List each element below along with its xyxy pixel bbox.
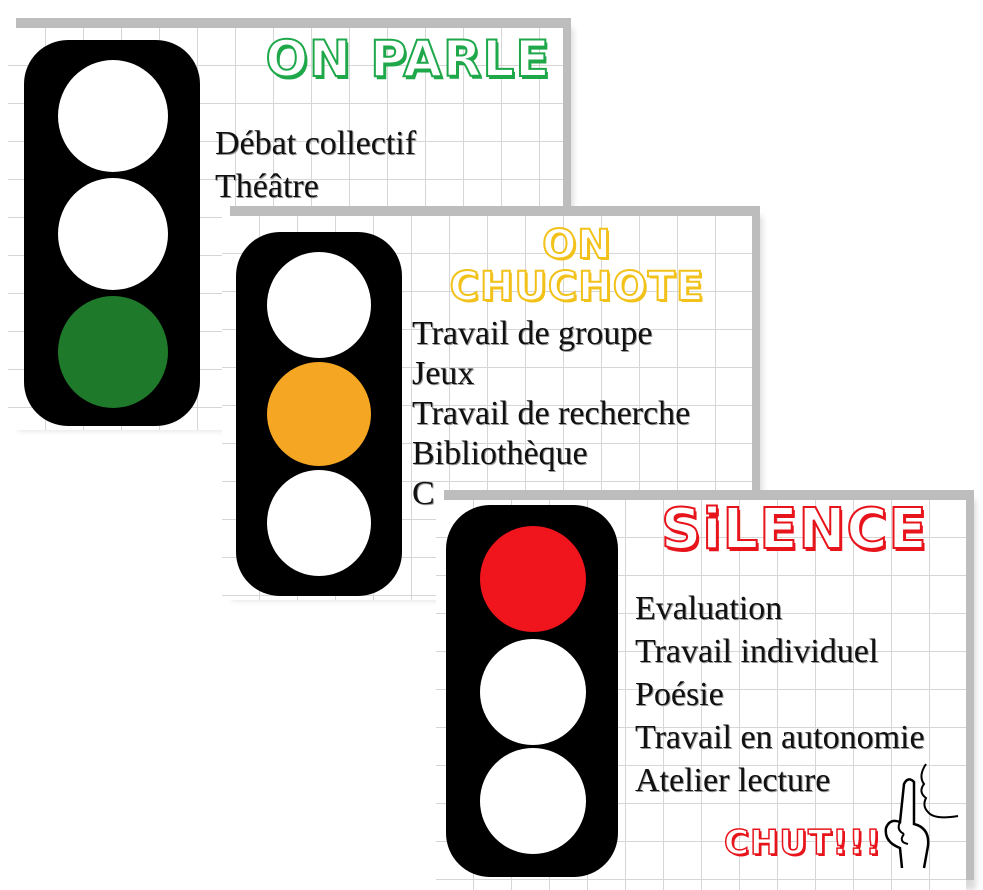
list-item: Théâtre: [215, 168, 319, 205]
lamp-middle-off: [58, 178, 168, 290]
poster-title: ON PARLE: [264, 30, 551, 88]
list-item: Bibliothèque: [412, 435, 588, 472]
lamp-bottom-green: [58, 296, 168, 408]
traffic-light: [24, 40, 200, 426]
poster-silence: SiLENCE Evaluation Travail individuel Po…: [436, 500, 966, 890]
lamp-middle-off: [480, 639, 586, 745]
lamp-middle-orange: [267, 362, 371, 466]
list-item: Débat collectif: [215, 125, 417, 162]
traffic-light: [236, 232, 402, 596]
title-line: CHUCHOTE: [449, 264, 705, 310]
list-item: Jeux: [412, 355, 475, 392]
traffic-light: [446, 505, 618, 877]
activity-list: Travail de groupe Jeux Travail de recher…: [412, 314, 690, 514]
lamp-bottom-off: [267, 470, 371, 576]
list-item: Travail de groupe: [412, 315, 653, 352]
list-item: Evaluation: [635, 590, 783, 627]
list-item: Travail individuel: [635, 633, 879, 670]
activity-list: Evaluation Travail individuel Poésie Tra…: [635, 587, 925, 802]
poster-title: ON CHUCHOTE: [442, 222, 712, 310]
list-item: Poésie: [635, 676, 724, 713]
list-item: Atelier lecture: [635, 762, 831, 799]
list-item: Travail en autonomie: [635, 719, 925, 756]
lamp-top-red: [480, 526, 586, 632]
lamp-top-off: [58, 60, 168, 172]
poster-title: SiLENCE: [660, 497, 928, 562]
chut-label: CHUT!!!: [723, 823, 882, 863]
activity-list: Débat collectif Théâtre: [215, 122, 416, 208]
list-item: C: [412, 475, 435, 512]
lamp-top-off: [267, 252, 371, 358]
title-line: ON: [541, 222, 612, 268]
list-item: Travail de recherche: [412, 395, 691, 432]
lamp-bottom-off: [480, 748, 586, 854]
shush-hand-icon: [884, 763, 959, 869]
